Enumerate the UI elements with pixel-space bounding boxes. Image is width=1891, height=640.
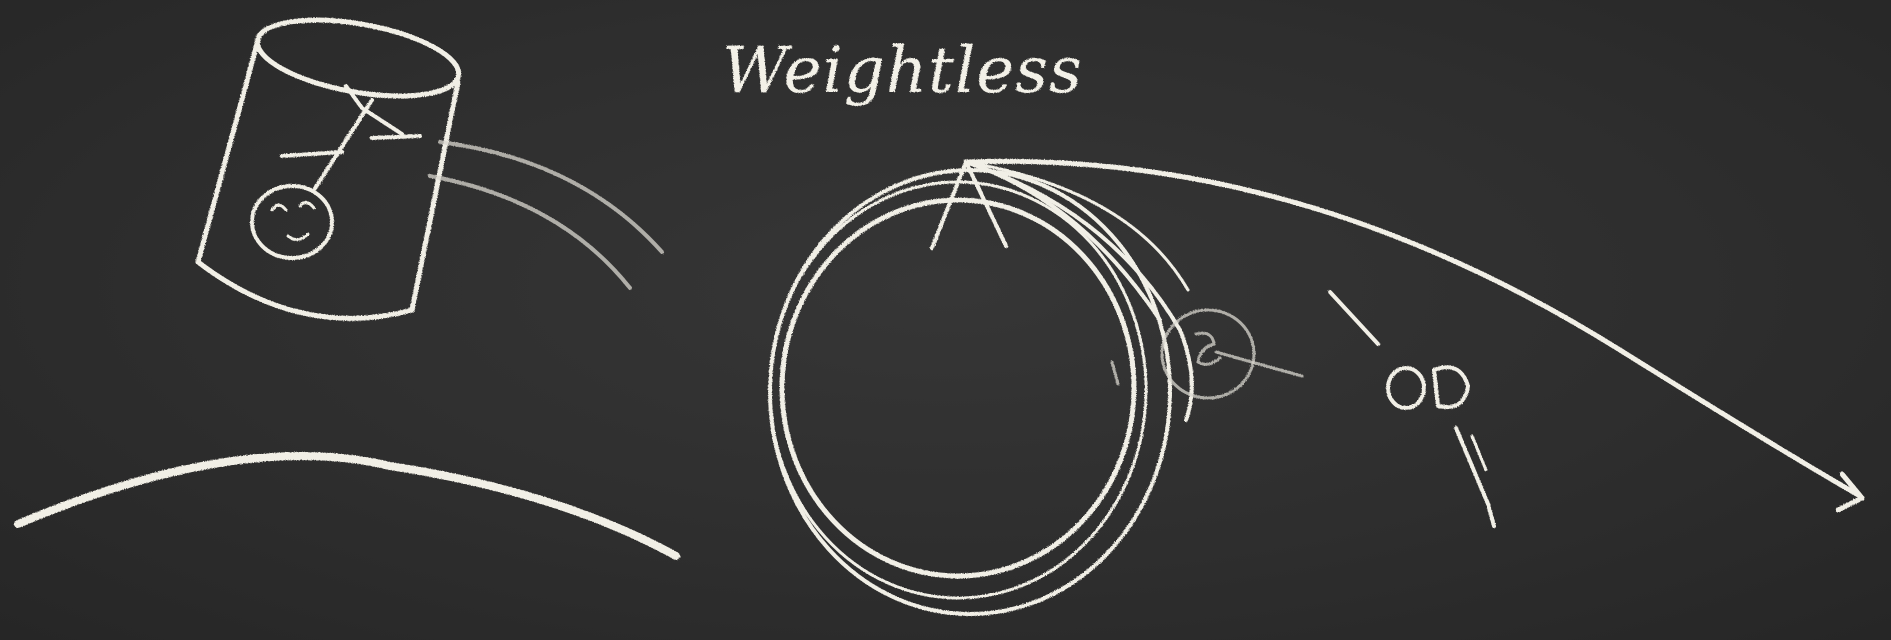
astronaut-leg-2 <box>1472 436 1486 470</box>
person-head <box>252 186 332 258</box>
satellite-figure <box>1196 333 1220 364</box>
earth-outline <box>782 200 1134 576</box>
astronaut-body <box>1434 367 1468 407</box>
orbit-ring-middle <box>770 182 1146 598</box>
elevator-top-rim <box>252 7 465 109</box>
board-title: Weightless <box>722 34 1083 108</box>
elevator-with-person-icon <box>198 7 662 319</box>
elevator-left-side <box>198 40 258 262</box>
satellite-tick <box>1112 362 1118 384</box>
motion-line-lower <box>430 176 630 288</box>
person-face <box>272 202 314 239</box>
satellite-circle <box>1162 310 1254 398</box>
person-arms <box>282 152 342 156</box>
planet-orbits-icon <box>770 161 1862 614</box>
elevator-bottom <box>198 262 412 318</box>
satellite-trail <box>1216 352 1302 376</box>
motion-line-upper <box>440 142 662 252</box>
trajectory-short-2 <box>966 162 1192 420</box>
astronaut-arm <box>1330 292 1378 344</box>
escape-trajectory <box>966 161 1860 496</box>
satellite-orbit-icon <box>1112 310 1302 398</box>
astronaut-head <box>1388 368 1424 408</box>
elevator-right-side <box>412 82 458 310</box>
person-foot <box>372 136 420 138</box>
ground-arc <box>18 456 676 556</box>
person-body <box>314 100 372 190</box>
astronaut-icon <box>1330 292 1494 526</box>
